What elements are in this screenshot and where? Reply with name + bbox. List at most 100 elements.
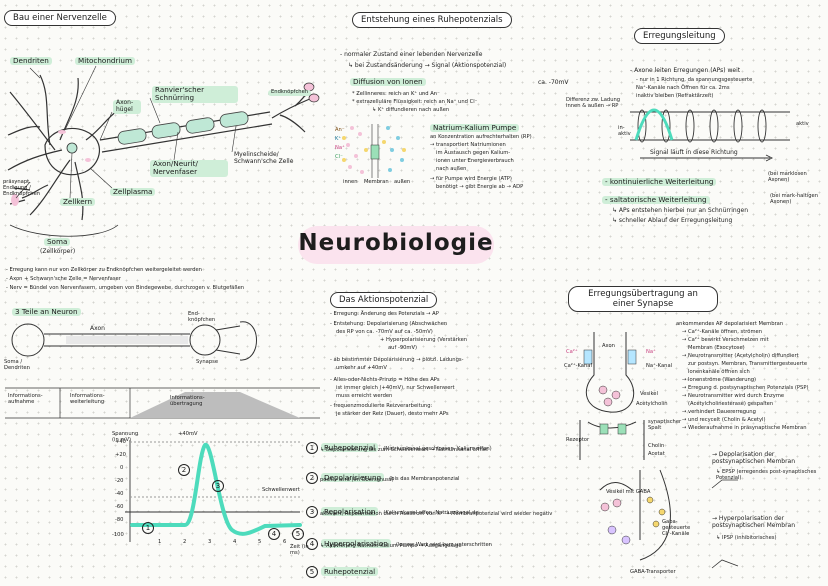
synapse-axon: Axon bbox=[602, 343, 615, 349]
ap-heading: Das Aktionspotenzial bbox=[330, 292, 438, 308]
graph-ylabel: Spannung (in mV) bbox=[112, 431, 139, 443]
excitation-line-4: inaktiv bleiben (Refraktärzeit) bbox=[636, 93, 714, 99]
label-mitochondrium: Mitochondrium bbox=[75, 56, 135, 66]
ap-line-11: - frequenzmodulierte Reizverarbeitung: bbox=[330, 403, 433, 409]
ap-line-10: muss erreicht werden bbox=[336, 393, 393, 399]
y-tick-2: 0 bbox=[120, 465, 124, 471]
label-dendriten: Dendriten bbox=[10, 56, 52, 66]
parts-section-2: Informations-weiterleitung bbox=[70, 393, 105, 405]
synapse-na: Na⁺ bbox=[646, 349, 656, 355]
phase-2-sub: positiv wird (im Überschuss) bbox=[320, 477, 394, 483]
synapse-step-1: ankommendes AP depolarisiert Membran bbox=[676, 321, 784, 327]
main-title-banner: Neurobiologie bbox=[298, 226, 494, 264]
synapse-step-9: → Erregung d. postsynaptischen Potenzial… bbox=[682, 385, 809, 391]
pump-line-5: nach außen bbox=[436, 166, 467, 172]
label-endknoepfchen: Endknöpfchen bbox=[268, 89, 312, 96]
pump-line-2: → transportiert Natriumionen bbox=[430, 142, 506, 148]
saltatory-line-1: ↳ APs entstehen hierbei nur an Schnürrin… bbox=[612, 207, 748, 214]
synapse-gaba-transporter: GABA-Transporter bbox=[630, 569, 676, 575]
label-zellkern: Zellkern bbox=[60, 197, 96, 207]
synapse-step-7: Ionenkanäle öffnen sich bbox=[688, 369, 750, 375]
label-soma: Soma bbox=[44, 237, 71, 247]
x-tick-0: 1 bbox=[158, 539, 162, 545]
pump-line-3: im Austausch gegen Kalium- bbox=[436, 150, 511, 156]
x-tick-3: 4 bbox=[233, 539, 237, 545]
synapse-step-5: → Neurotransmitter (Acetylcholin) diffun… bbox=[682, 353, 799, 359]
synapse-vesikel: Vesikel bbox=[640, 391, 658, 397]
graph-marker-5: 5 bbox=[292, 528, 304, 540]
x-tick-2: 3 bbox=[208, 539, 212, 545]
resting-heading: Entstehung eines Ruhepotenzials bbox=[352, 12, 512, 28]
synapse-step-12: → verhindert Dauererregung bbox=[682, 409, 756, 415]
y-tick-6: -80 bbox=[115, 517, 124, 523]
synapse-acetylcholin: Acetylcholin bbox=[636, 401, 668, 407]
label-axonhuegel: Axon-hügel bbox=[113, 99, 141, 114]
membrane-inner: innen bbox=[343, 179, 358, 185]
synapse-depol: → Depolarisation der postsynaptischen Me… bbox=[712, 451, 796, 465]
phase-2-title: Depolarisierung bbox=[321, 473, 385, 482]
excitation-active: aktiv bbox=[796, 121, 809, 127]
y-tick-5: -60 bbox=[115, 504, 124, 510]
parts-soma: Soma / Dendriten bbox=[4, 359, 30, 371]
ion-k: K⁺ bbox=[335, 136, 342, 142]
ap-line-7: umkehr auf +40mV bbox=[336, 365, 387, 371]
y-tick-7: -100 bbox=[112, 532, 124, 538]
graph-peak: +40mV bbox=[178, 431, 198, 437]
x-tick-4: 5 bbox=[258, 539, 262, 545]
label-axon: Axon/Neurit/ Nervenfaser bbox=[150, 159, 228, 177]
nerve-note-3: - Nerv = Bündel von Nervenfasern, umgebe… bbox=[6, 285, 245, 291]
y-tick-1: +20 bbox=[115, 452, 126, 458]
phase-1-text: (Natriumkanal geschlossen, Kalium offen) bbox=[383, 446, 492, 452]
phase-3-sub: aktiviert, Repolarisation durch Ausstrom… bbox=[320, 511, 553, 517]
excitation-line-2: - nur in 1 Richtung, da spannungsgesteue… bbox=[636, 77, 753, 83]
excitation-heading: Erregungsleitung bbox=[634, 28, 725, 44]
graph-xlabel: Zeit (in ms) bbox=[290, 544, 309, 556]
parts-end: End-knöpfchen bbox=[188, 311, 216, 323]
synapse-step-14: → Wiederaufnahme in präsynaptische Membr… bbox=[682, 425, 807, 431]
pump-line-6: → für Pumpe wird Energie (ATP) bbox=[430, 176, 512, 182]
ap-line-6: - ab bestimmter Depolarisierung → plötzl… bbox=[330, 357, 464, 363]
phase-2-number: 2 bbox=[306, 472, 318, 484]
x-tick-1: 2 bbox=[183, 539, 187, 545]
x-tick-5: 6 bbox=[283, 539, 287, 545]
diffusion-line-3: ↳ K⁺ diffundieren nach außen bbox=[372, 107, 450, 113]
synapse-spalt: synaptischer Spalt bbox=[648, 419, 682, 431]
excitation-line-3: Na⁺-Kanäle nach Öffnen für ca. 2ms bbox=[636, 85, 730, 91]
excitation-diff: Differenz zw. Ladung innen & außen → RP bbox=[566, 97, 621, 109]
ap-line-3: des RP von ca. -70mV auf ca. -50mV) bbox=[336, 329, 433, 335]
ion-na: Na⁺ bbox=[335, 145, 345, 151]
synapse-step-4: Membran (Exocytose) bbox=[688, 345, 745, 351]
excitation-signal: Signal läuft in diese Richtung bbox=[650, 149, 738, 156]
graph-marker-2: 2 bbox=[178, 464, 190, 476]
pump-line-1: an Konzentration aufrechterhalten (RP) bbox=[430, 134, 532, 140]
graph-marker-3: 3 bbox=[212, 480, 224, 492]
ap-line-8: - Alles-oder-Nichts-Prinzip = Höhe des A… bbox=[330, 377, 440, 383]
label-myelin: Myelinscheide/ Schwann'sche Zelle bbox=[234, 151, 294, 165]
label-soma-sub: (Zellkörper) bbox=[40, 248, 76, 255]
synapse-epsp: ↳ EPSP (erregendes post-synaptisches Pot… bbox=[716, 469, 817, 481]
excitation-voltage: ca. -70mV bbox=[538, 79, 569, 86]
phase-3-number: 3 bbox=[306, 506, 318, 518]
parts-section-1: Informations-aufnahme bbox=[8, 393, 43, 405]
continuous-note: (bei marklosen Axonen) bbox=[768, 171, 807, 183]
diffusion-heading: Diffusion von Ionen bbox=[350, 77, 426, 87]
synapse-ca-kanal: Ca²⁺-Kanal bbox=[564, 363, 592, 369]
phase-4-number: 4 bbox=[306, 538, 318, 550]
synapse-step-13: → und recycelt (Cholin & Acetyl) bbox=[682, 417, 766, 423]
ap-line-5: auf -90mV) bbox=[388, 345, 418, 351]
ap-line-1: - Erregung: Änderung des Potenzials → AP bbox=[330, 311, 439, 317]
parts-section-3: Informations-übertragung bbox=[170, 395, 205, 407]
phase-4-sub: ↳ Aktivierung Natrium-Kalium Pumpe → Aus… bbox=[320, 543, 462, 549]
excitation-line-1: - Axone leiten Erregungen (APs) weit bbox=[630, 67, 741, 74]
synapse-step-6: zur postsyn. Membran, Transmittergesteue… bbox=[688, 361, 808, 367]
pump-line-7: benötigt → gibt Energie ab → ADP bbox=[436, 184, 524, 190]
synapse-step-10: → Neurotransmitter wird durch Enzyme bbox=[682, 393, 785, 399]
nerve-note-1: - Erregung kann nur von Zellkörper zu En… bbox=[6, 267, 202, 273]
parts-axon: Axon bbox=[90, 325, 105, 332]
